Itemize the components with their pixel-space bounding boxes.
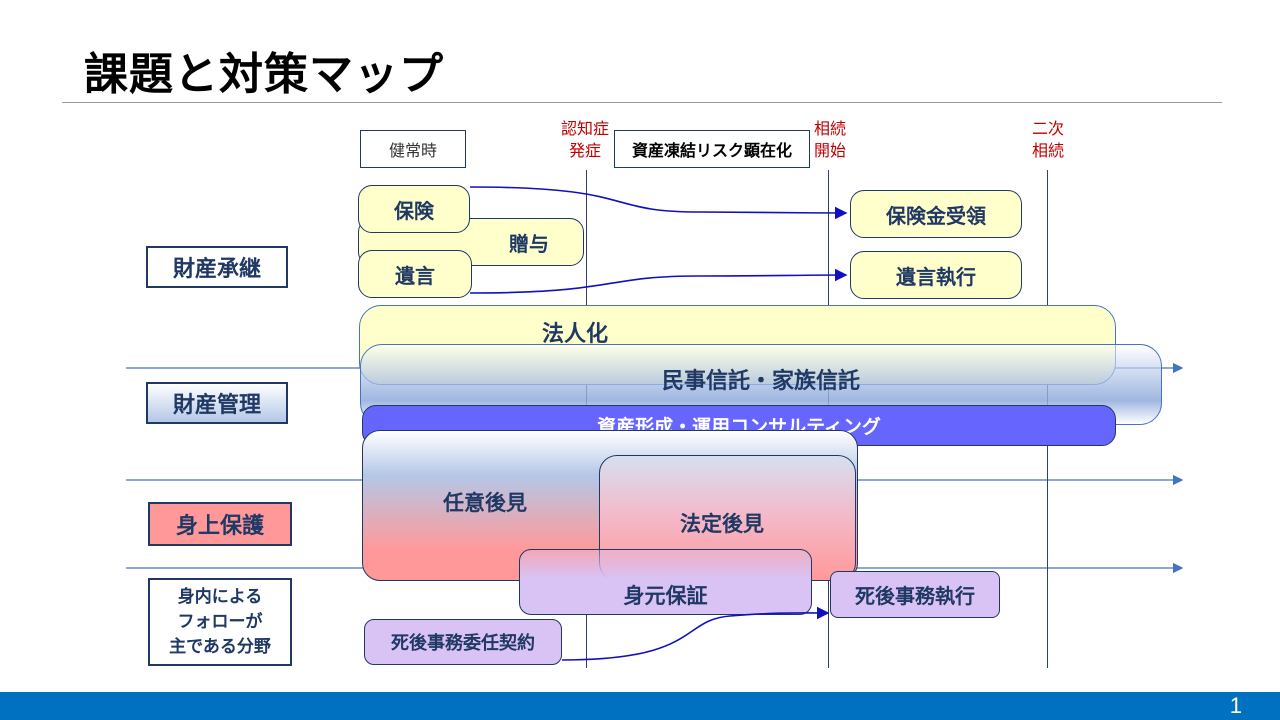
identity-guarantee-label: 身元保証	[623, 584, 708, 608]
insurance-receive-box: 保険金受領	[850, 190, 1022, 238]
posthumous-contract-box: 死後事務委任契約	[364, 619, 562, 665]
category-management: 財産管理	[146, 382, 288, 424]
will-box: 遺言	[358, 250, 472, 298]
dementia-label: 認知症 発症	[560, 119, 609, 160]
footer-bar	[0, 692, 1280, 720]
insurance-box: 保険	[358, 185, 470, 233]
incorporation-label: 法人化	[542, 322, 609, 347]
posthumous-execute-box: 死後事務執行	[830, 571, 1000, 618]
voluntary-guardian-label: 任意後見	[443, 491, 527, 515]
page-number: 1	[1229, 693, 1242, 718]
category-personal: 身上保護	[148, 502, 292, 546]
healthy-tag: 健常時	[360, 130, 466, 168]
inheritance-label: 相続 開始	[813, 119, 846, 160]
freeze-risk-tag: 資産凍結リスク顕在化	[614, 130, 810, 168]
identity-guarantee-box: 身元保証	[519, 549, 812, 615]
page-title: 課題と対策マップ	[84, 49, 444, 100]
trust-label: 民事信託・家族信託	[661, 369, 860, 394]
title-divider	[62, 102, 1222, 103]
second-inheritance-label: 二次 相続	[1031, 119, 1064, 160]
category-family: 身内による フォローが 主である分野	[148, 578, 292, 666]
legal-guardian-label: 法定後見	[680, 512, 764, 536]
category-succession: 財産承継	[146, 246, 288, 288]
will-execute-box: 遺言執行	[850, 251, 1022, 299]
